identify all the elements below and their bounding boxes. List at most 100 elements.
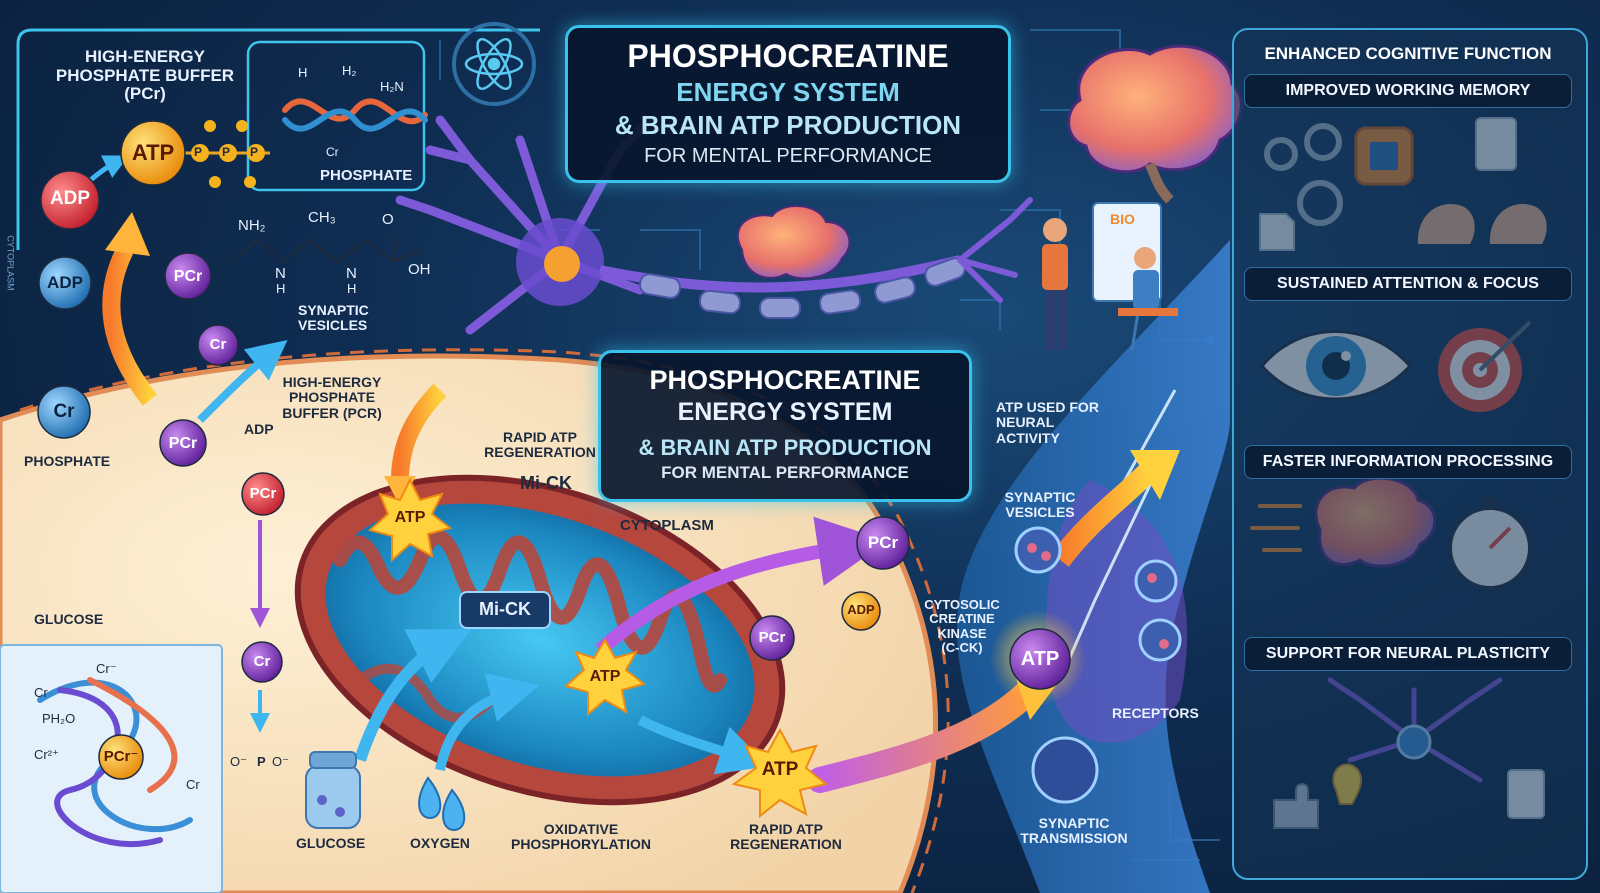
scientists-illustration bbox=[1042, 202, 1178, 351]
arrow-neuron-to-mito bbox=[391, 383, 447, 481]
h2-label: H₂ bbox=[342, 63, 357, 78]
adp-mid-label: ADP bbox=[244, 421, 274, 437]
atp-molecule bbox=[1009, 628, 1071, 690]
atp-label-top: ATP bbox=[131, 140, 175, 165]
pcr-molecule bbox=[856, 516, 910, 570]
main-title-line1: PHOSPHOCREATINE bbox=[627, 38, 949, 74]
adp-molecule bbox=[40, 170, 100, 230]
pcr-molecule bbox=[159, 419, 207, 467]
p-label-bottom: P bbox=[257, 754, 266, 769]
arrow-left-upward bbox=[102, 245, 158, 406]
ph2o-label: PH₂O bbox=[42, 711, 76, 726]
p-label-2: P bbox=[222, 145, 231, 159]
atp-label-bottom: ATP bbox=[761, 759, 799, 780]
cr-molecule bbox=[197, 324, 239, 366]
oh-label: OH bbox=[408, 261, 431, 278]
cytosolic-ck-label: CYTOSOLIC CREATINE KINASE (C-CK) bbox=[924, 597, 1000, 655]
mid-brain bbox=[736, 204, 851, 280]
cr-molecule bbox=[241, 641, 283, 683]
arrow-left-pcr bbox=[197, 340, 288, 423]
pcr-label-inset: PCr⁻ bbox=[103, 748, 139, 765]
rapid-atp-top-label: RAPID ATP REGENERATION bbox=[484, 429, 596, 461]
phosphate-inset-label: PHOSPHATE bbox=[320, 167, 413, 184]
mid-title-line2: ENERGY SYSTEM bbox=[677, 398, 893, 426]
pcr-label-mito: PCr bbox=[758, 629, 786, 646]
oxygen-drops bbox=[418, 776, 466, 832]
cr-label-1: Cr bbox=[209, 336, 227, 353]
arrow-head-atp-used bbox=[1130, 450, 1180, 500]
mid-title-box: PHOSPHOCREATINE ENERGY SYSTEM & BRAIN AT… bbox=[598, 350, 972, 502]
creatine-structure bbox=[229, 238, 421, 264]
glucose-bottom-label: GLUCOSE bbox=[296, 835, 366, 851]
oxygen-bottom-label: OXYGEN bbox=[410, 835, 470, 851]
cr-inset-label: Cr bbox=[326, 145, 339, 159]
h-label-2: H bbox=[347, 281, 357, 296]
synaptic-vesicles-right: SYNAPTIC VESICLES bbox=[1004, 489, 1076, 521]
panel-header: ENHANCED COGNITIVE FUNCTION bbox=[1264, 44, 1552, 63]
cr-label-2: Cr bbox=[253, 653, 271, 670]
o-minus-2: O⁻ bbox=[272, 754, 289, 769]
pcr-molecule bbox=[164, 252, 212, 300]
panel-item-attention: SUSTAINED ATTENTION & FOCUS bbox=[1244, 267, 1572, 301]
mick-top-label: Mi-CK bbox=[520, 473, 572, 493]
cytoplasm-vertical: CYTOPLASM bbox=[5, 235, 16, 291]
glucose-jar bbox=[305, 751, 361, 829]
pcr-label-3: PCr bbox=[249, 485, 277, 502]
buffer-label-line2: PHOSPHATE BUFFER bbox=[55, 65, 235, 85]
pcr-label-right: PCr bbox=[867, 533, 899, 552]
main-title-line4: FOR MENTAL PERFORMANCE bbox=[644, 145, 932, 167]
neuron-nucleus bbox=[544, 246, 580, 282]
pcr-molecule bbox=[749, 615, 795, 661]
mid-title-line4: FOR MENTAL PERFORMANCE bbox=[661, 463, 909, 482]
cr-label-left: Cr bbox=[53, 401, 75, 422]
main-title-box: PHOSPHOCREATINE ENERGY SYSTEM & BRAIN AT… bbox=[565, 25, 1011, 183]
ch3-label: CH₃ bbox=[308, 209, 336, 226]
glucose-left-label: GLUCOSE bbox=[34, 611, 104, 627]
p-label-1: P bbox=[194, 145, 203, 159]
mid-title-line1: PHOSPHOCREATINE bbox=[649, 365, 921, 395]
main-title-line2: ENERGY SYSTEM bbox=[676, 77, 900, 107]
adp-label-right: ADP bbox=[847, 602, 875, 617]
neuron bbox=[395, 115, 1033, 335]
panel-item-plasticity: SUPPORT FOR NEURAL PLASTICITY bbox=[1244, 637, 1572, 671]
pcr-label-2: PCr bbox=[168, 435, 198, 452]
arrow-atp-used bbox=[1051, 462, 1158, 567]
phosphate-left-label: PHOSPHATE bbox=[24, 453, 111, 469]
buffer-label: HIGH-ENERGY PHOSPHATE BUFFER (PCr) bbox=[50, 47, 240, 104]
adp-molecule bbox=[38, 256, 92, 310]
buffer-label-line3: (PCr) bbox=[124, 84, 166, 104]
receptors-label: RECEPTORS bbox=[1112, 705, 1199, 721]
phosphate-chain bbox=[180, 120, 270, 188]
cytoplasm-label: CYTOPLASM bbox=[620, 517, 714, 534]
arrow-head-left-upward bbox=[105, 212, 150, 256]
atp-label-mito1: ATP bbox=[394, 509, 426, 526]
top-left-frame bbox=[16, 28, 540, 250]
main-title-line3: & BRAIN ATP PRODUCTION bbox=[614, 110, 962, 140]
pcr-label-1: PCr bbox=[173, 268, 203, 285]
cr2plus-label: Cr²⁺ bbox=[34, 747, 59, 762]
mick-box bbox=[459, 591, 551, 629]
h-label-1: H bbox=[276, 281, 286, 296]
adp-label-left: ADP bbox=[47, 273, 83, 292]
vesicles-right bbox=[1014, 526, 1182, 804]
mick-center-label: Mi-CK bbox=[479, 599, 531, 619]
cr-molecule bbox=[37, 385, 91, 439]
synaptic-vesicles-left: SYNAPTIC VESICLES bbox=[298, 302, 369, 334]
atp-used-label: ATP USED FOR NEURAL ACTIVITY bbox=[996, 399, 1099, 446]
h-label: H bbox=[298, 65, 308, 80]
atom-icon bbox=[452, 22, 536, 106]
arrow-mito-to-atp bbox=[637, 715, 769, 775]
adp-molecule bbox=[841, 591, 881, 631]
o-minus-1: O⁻ bbox=[230, 754, 247, 769]
oxphos-label: OXIDATIVE PHOSPHORYLATION bbox=[510, 821, 651, 853]
arrow-to-synapse bbox=[807, 677, 1043, 793]
n-label-1: N bbox=[275, 265, 286, 282]
arrow-glucose-to-mito bbox=[354, 629, 472, 762]
mitochondrion bbox=[294, 474, 786, 806]
nh2-label: NH₂ bbox=[238, 217, 266, 234]
bio-card-label: BIO bbox=[1110, 211, 1135, 227]
cr-minus-label: Cr⁻ bbox=[96, 661, 117, 676]
atp-label-mito2: ATP bbox=[589, 668, 621, 685]
arrow-oxygen-to-mito bbox=[435, 673, 540, 772]
